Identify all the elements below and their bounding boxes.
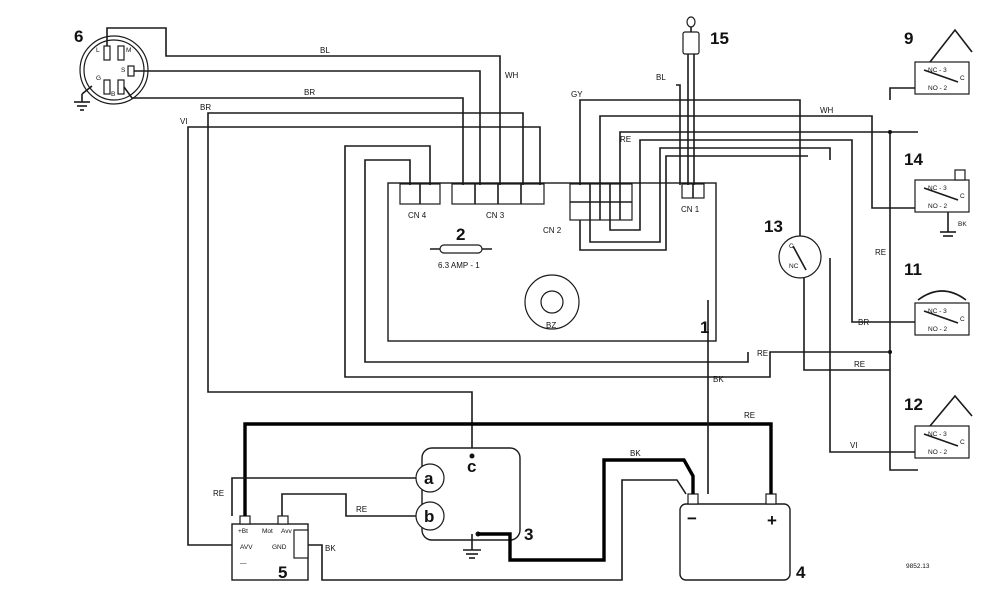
wire-label-bk-4: BK xyxy=(713,375,724,384)
cn2-label: CN 2 xyxy=(543,226,562,235)
module-gnd: GND xyxy=(272,544,287,551)
cn4-label: CN 4 xyxy=(408,211,427,220)
battery-plus: + xyxy=(767,511,777,530)
fuse: 2 6.3 AMP - 1 xyxy=(430,225,492,270)
label-11: 11 xyxy=(904,260,922,279)
sw11-nc3: NC - 3 xyxy=(928,308,947,315)
switch-14: NC - 3 NO - 2 C 14 BK xyxy=(904,150,970,237)
fuse-label: 6.3 AMP - 1 xyxy=(438,261,480,270)
sw13-c: C xyxy=(789,243,794,250)
heavy-cables xyxy=(243,422,773,562)
wire-label-vi-2: VI xyxy=(850,441,858,450)
connector-cn3: CN 3 xyxy=(451,183,545,220)
sw13-nc: NC xyxy=(789,263,799,270)
sw9-c: C xyxy=(960,75,965,82)
buzzer-label: BZ xyxy=(546,321,556,330)
wire-label-vi: VI xyxy=(180,117,188,126)
module-avv2: AVV xyxy=(240,544,253,551)
ignition-switch: L M S G B 6 xyxy=(74,27,149,111)
sw14-no2: NO - 2 xyxy=(928,203,948,210)
wire-label-gy: GY xyxy=(571,90,583,99)
label-6: 6 xyxy=(74,27,83,46)
switch6-wires: BL WH BR xyxy=(106,27,519,185)
sw12-c: C xyxy=(960,439,965,446)
wire-vi-to-module: VI xyxy=(180,117,541,546)
switch-13: C NC 13 VI RE xyxy=(764,217,918,453)
module-wires: RE RE BK BK RE BK xyxy=(213,300,755,581)
cn1-label: CN 1 xyxy=(681,205,700,214)
sw11-no2: NO - 2 xyxy=(928,326,948,333)
plug-15: 15 BL xyxy=(656,16,729,185)
label-12: 12 xyxy=(904,395,923,414)
wire-label-re-5: RE xyxy=(213,489,224,498)
sw9-no2: NO - 2 xyxy=(928,85,948,92)
pin-g: G xyxy=(96,75,101,82)
connector-cn1: CN 1 xyxy=(681,183,705,214)
sw12-no2: NO - 2 xyxy=(928,449,948,456)
wire-label-wh: WH xyxy=(505,71,519,80)
module-mot: Mot xyxy=(262,528,273,535)
cn4-wires: RE xyxy=(344,145,888,378)
pin-l: L xyxy=(96,47,100,54)
wire-label-re-4: RE xyxy=(854,360,865,369)
solenoid-c: c xyxy=(467,457,476,476)
wire-label-re-6: RE xyxy=(356,505,367,514)
wire-br-to-solenoid: BR xyxy=(200,103,524,456)
right-re-bus: RE xyxy=(875,87,918,471)
wire-label-br-3: BR xyxy=(858,318,869,327)
wire-label-bk-2: BK xyxy=(325,544,336,553)
control-module: +Bt Mot Avv AVV GND — 5 xyxy=(231,515,309,582)
cn3-label: CN 3 xyxy=(486,211,505,220)
module-avv: Avv xyxy=(281,528,292,535)
label-14: 14 xyxy=(904,150,923,169)
wire-label-br-2: BR xyxy=(200,103,211,112)
label-15: 15 xyxy=(710,29,729,48)
battery: − + 4 xyxy=(679,493,806,582)
buzzer: BZ xyxy=(524,274,580,330)
wire-label-bk-1: BK xyxy=(958,221,967,228)
label-2: 2 xyxy=(456,225,465,244)
wire-label-re-2: RE xyxy=(620,135,631,144)
sw9-nc3: NC - 3 xyxy=(928,67,947,74)
wire-label-re-1: RE xyxy=(757,349,768,358)
label-9: 9 xyxy=(904,29,913,48)
wire-label-re-7: RE xyxy=(744,411,755,420)
solenoid-b: b xyxy=(424,507,434,526)
wire-label-wh-2: WH xyxy=(820,106,834,115)
switch-11: NC - 3 NO - 2 C 11 xyxy=(904,260,970,336)
switch-12: NC - 3 NO - 2 C 12 xyxy=(904,394,973,459)
sw14-c: C xyxy=(960,193,965,200)
label-4: 4 xyxy=(796,563,806,582)
wire-label-re-3: RE xyxy=(875,248,886,257)
connector-cn4: CN 4 xyxy=(399,183,441,220)
reference-code: 9852.13 xyxy=(906,563,930,570)
label-3: 3 xyxy=(524,525,533,544)
wire-label-bl: BL xyxy=(320,46,330,55)
switch-9: NC - 3 NO - 2 C 9 xyxy=(904,28,973,95)
wire-label-br: BR xyxy=(304,88,315,97)
connector-cn2: CN 2 xyxy=(543,183,633,235)
solenoid: a b c 3 xyxy=(415,447,533,559)
solenoid-a: a xyxy=(424,469,434,488)
module-bt: +Bt xyxy=(238,528,248,535)
main-board: 1 CN 4 CN 3 CN 2 CN 1 xyxy=(387,182,717,342)
cn2-wires: GY WH RE BR xyxy=(571,90,918,327)
pin-s: S xyxy=(121,67,126,74)
label-5: 5 xyxy=(278,563,287,582)
wire-label-bk-3: BK xyxy=(630,449,641,458)
label-1: 1 xyxy=(700,318,709,337)
sw11-c: C xyxy=(960,316,965,323)
pin-m: M xyxy=(126,47,131,54)
wire-label-bl-2: BL xyxy=(656,73,666,82)
pin-b: B xyxy=(111,91,115,98)
battery-minus: − xyxy=(687,509,697,528)
sw14-nc3: NC - 3 xyxy=(928,185,947,192)
module-minus: — xyxy=(240,560,247,567)
label-13: 13 xyxy=(764,217,783,236)
sw12-nc3: NC - 3 xyxy=(928,431,947,438)
